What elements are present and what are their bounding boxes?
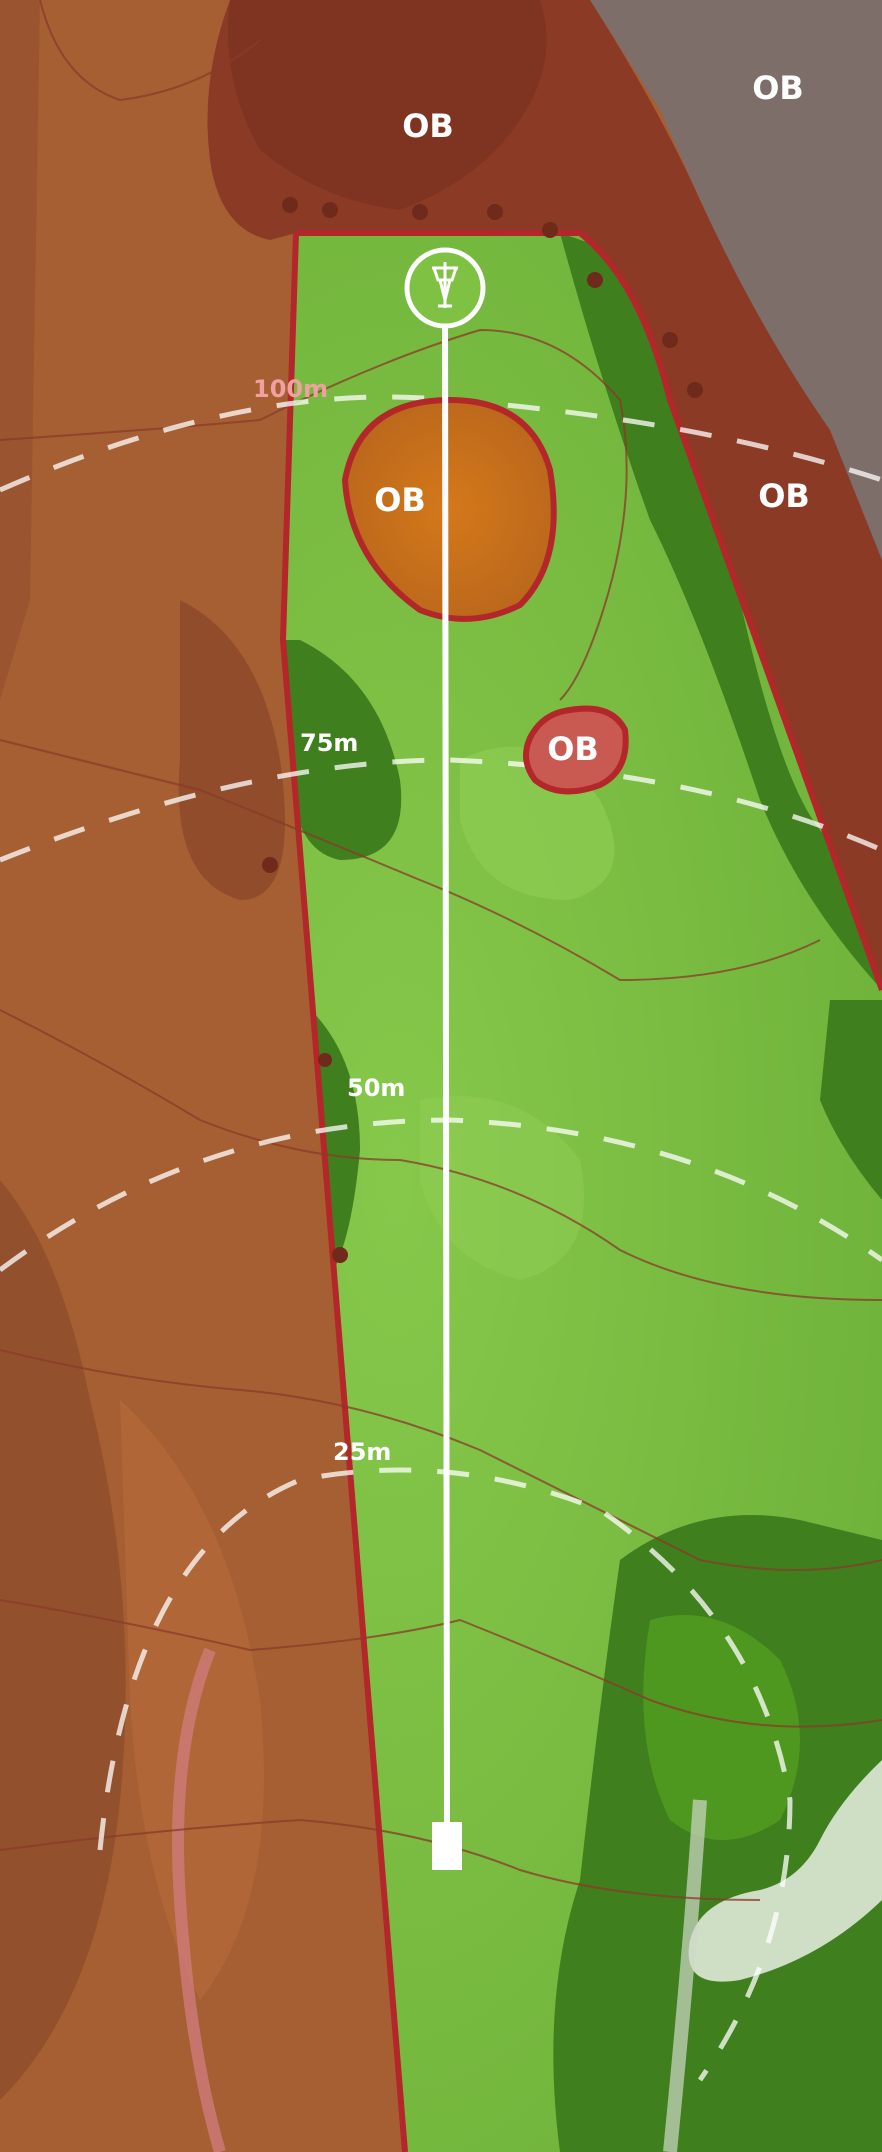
cart-path-right [663,1799,707,2152]
ob-region-top-shade [228,0,547,210]
arc-75m [0,757,882,863]
rough-right-mid [820,1000,882,1200]
terrain-lower-left-dark [0,1180,126,2100]
ob-label-right: OB [758,477,810,515]
ob-region-top [207,0,882,990]
arc-100m [0,394,882,493]
distance-label-100m: 100m [253,375,328,403]
arc-25m [97,1467,793,2082]
terrain-mid-left [178,600,285,900]
distance-label-25m: 25m [333,1438,391,1466]
rough-left-mid [283,640,402,860]
ob-label-pond: OB [374,481,426,519]
tee-pad-icon[interactable] [432,1822,462,1870]
ob-boundary-dots [262,197,703,1263]
ob-boundary-line [279,230,882,2152]
arc-50m [0,1117,882,1273]
ob-label-top-right: OB [752,69,804,107]
ob-label-top: OB [402,107,454,145]
distance-arcs [0,394,882,2082]
ob-label-small-hazard: OB [547,730,599,768]
rough-lower-right-light [643,1615,800,1840]
disc-golf-basket-icon[interactable] [404,247,486,329]
distance-label-50m: 50m [347,1074,405,1102]
terrain-dark-strip-left [0,0,40,700]
ob-pond [341,396,557,622]
ob-small-hazard [523,705,629,795]
cart-path-left [172,1647,226,2152]
grey-area-top-right [590,0,882,560]
grey-path-bottom-right [688,1760,882,1982]
distance-label-75m: 75m [300,729,358,757]
contour-lines [0,0,882,1901]
play-line [442,309,450,1831]
